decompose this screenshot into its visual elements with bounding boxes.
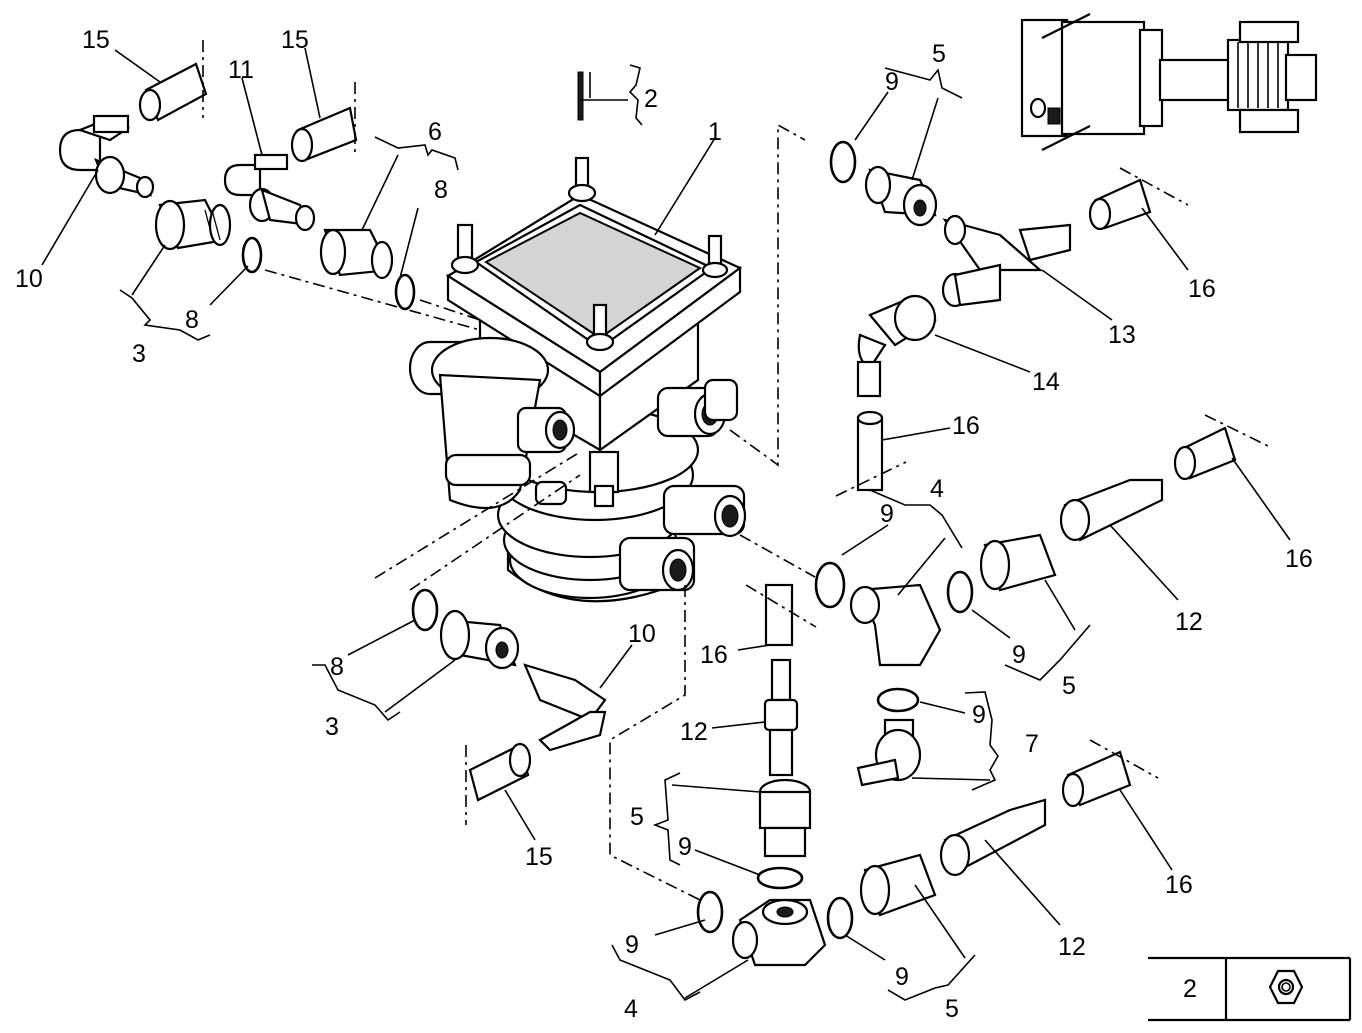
- callout-5-upper-right: 5: [932, 40, 946, 68]
- legend-ref-number: 2: [1183, 975, 1197, 1003]
- callout-9-mid-right: 9: [1012, 641, 1026, 669]
- hose-barb-12-mid-right: [1059, 478, 1164, 542]
- tube-15-upper-middle: [290, 82, 358, 163]
- tube-16-upper-right: [1088, 167, 1189, 231]
- o-ring-9-lower-left: [696, 890, 724, 934]
- callout-9-drain: 9: [972, 701, 986, 729]
- callout-4-upper: 4: [930, 475, 944, 503]
- stud-bolt: [577, 71, 584, 121]
- callout-14: 14: [1032, 368, 1060, 396]
- callout-1: 1: [708, 118, 722, 146]
- adapter-5-lower-center: [758, 778, 812, 858]
- adapter-5-lower-right: [859, 853, 937, 917]
- tee-fitting-13: [941, 214, 1072, 308]
- drain-valve-7: [856, 718, 922, 787]
- callout-16-lower-right: 16: [1165, 871, 1193, 899]
- callout-12-lower-center: 12: [680, 718, 708, 746]
- callout-15-left: 15: [82, 26, 110, 54]
- callout-5-lower-right: 5: [945, 995, 959, 1023]
- tube-16-lower-center: [745, 583, 817, 647]
- adapter-6: [319, 228, 394, 280]
- o-ring-9-mid-right: [946, 570, 974, 614]
- flow-paths: [264, 123, 816, 901]
- callout-11: 11: [228, 56, 254, 84]
- callout-9-lower-center: 9: [678, 833, 692, 861]
- callout-9-mid-left: 9: [880, 500, 894, 528]
- callout-16-center-right: 16: [952, 412, 980, 440]
- hose-barb-12-lower-right: [939, 798, 1047, 877]
- callout-9-upper-right: 9: [885, 68, 899, 96]
- tube-15-lower: [465, 742, 532, 825]
- adapter-3-lower: [439, 609, 520, 670]
- leader-lines: [41, 47, 1291, 999]
- callout-16-lower-center: 16: [700, 641, 728, 669]
- callout-5-lower-center: 5: [630, 803, 644, 831]
- callout-8-upper-left: 8: [185, 306, 199, 334]
- callout-3-lower: 3: [325, 713, 339, 741]
- callout-9-lower-right: 9: [895, 963, 909, 991]
- callout-4-lower: 4: [624, 995, 638, 1023]
- tube-16-mid-right: [1173, 414, 1273, 481]
- hex-nut-icon: [1268, 969, 1304, 1005]
- callout-8-upper-middle: 8: [434, 176, 448, 204]
- o-ring-8-upper-left: [241, 236, 263, 274]
- callout-12-mid-right: 12: [1175, 608, 1203, 636]
- elbow-fitting-14: [856, 294, 937, 398]
- o-ring-8-lower-left: [411, 588, 439, 632]
- adapter-5-upper-right: [864, 165, 938, 227]
- tube-15-upper-left: [138, 40, 208, 122]
- o-ring-9-upper-right: [829, 140, 857, 184]
- hose-barb-12-lower-center: [763, 658, 799, 777]
- tractor-top-view-icon: [1020, 13, 1318, 151]
- callout-15-lower: 15: [525, 843, 553, 871]
- o-ring-8-upper-middle: [394, 273, 416, 311]
- callout-10-lower: 10: [628, 620, 656, 648]
- callout-3-upper: 3: [132, 340, 146, 368]
- adapter-5-mid-right: [979, 533, 1057, 592]
- tee-fitting-4-upper: [849, 583, 942, 667]
- group-braces: [119, 64, 1091, 1002]
- o-ring-9-lower-center: [756, 866, 804, 890]
- callout-7: 7: [1025, 730, 1039, 758]
- callout-6: 6: [428, 118, 442, 146]
- callout-15-middle: 15: [281, 26, 309, 54]
- elbow-fitting-10-lower: [523, 663, 607, 752]
- tee-fitting-4-lower: [731, 898, 827, 967]
- tube-16-lower-right: [1061, 739, 1159, 808]
- callout-labels: 1 2 3 3 4 4 5 5 5 5 6 7 8 8 8 9 9 9 9 9 …: [15, 26, 1313, 1023]
- o-ring-9-drain: [876, 687, 920, 713]
- torque-legend: 2: [1148, 956, 1352, 1022]
- o-ring-9-lower-right: [826, 896, 854, 940]
- callout-10-upper: 10: [15, 265, 43, 293]
- callout-13: 13: [1108, 321, 1136, 349]
- o-ring-9-mid-left: [814, 561, 846, 609]
- callout-16-mid-right: 16: [1285, 545, 1313, 573]
- callout-8-lower-left: 8: [330, 653, 344, 681]
- adapter-3-upper: [154, 198, 232, 251]
- callout-2: 2: [644, 85, 658, 113]
- elbow-fitting-10: [58, 114, 155, 199]
- tee-fitting-11: [223, 153, 316, 232]
- trailer-brake-valve-body: [408, 156, 747, 603]
- callout-9-lower-left: 9: [625, 931, 639, 959]
- callout-16-upper-right: 16: [1188, 275, 1216, 303]
- callout-12-lower-right: 12: [1058, 933, 1086, 961]
- callout-5-mid-right: 5: [1062, 672, 1076, 700]
- tube-16-center-right: [835, 410, 907, 497]
